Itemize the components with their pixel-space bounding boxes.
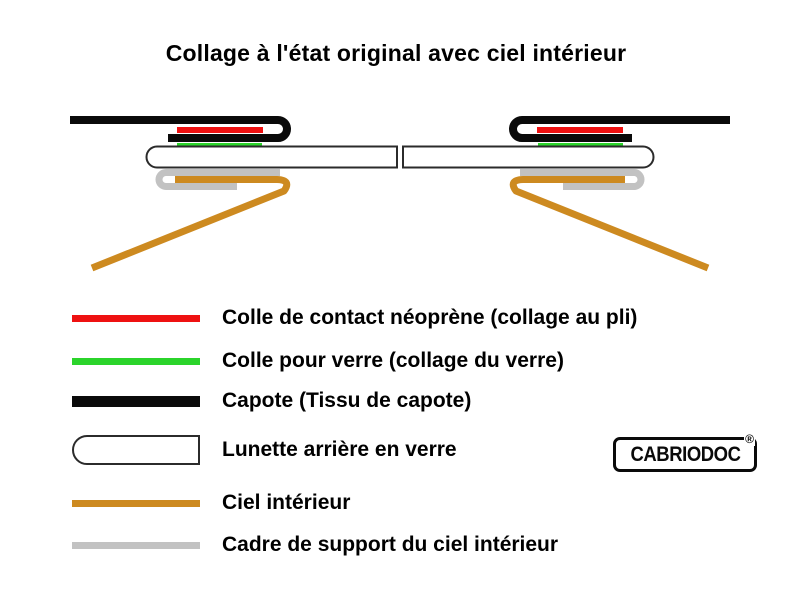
assembly-diagram xyxy=(70,116,730,272)
legend-item-headliner: Ciel intérieur xyxy=(222,491,351,514)
headliner-fold-left xyxy=(90,176,291,272)
legend-item-neoprene-glue: Colle de contact néoprène (collage au pl… xyxy=(222,306,638,329)
page-title: Collage à l'état original avec ciel inté… xyxy=(165,40,627,66)
neoprene-glue-swatch xyxy=(72,315,200,322)
legend-item-rear-window: Lunette arrière en verre xyxy=(222,438,457,461)
cabriodoc-logo: CABRIODOC ® xyxy=(613,432,757,472)
glass-glue-swatch xyxy=(72,358,200,365)
support-frame-fold-left xyxy=(155,169,280,190)
rear-window-glass-right xyxy=(402,145,655,169)
legend-item-capote: Capote (Tissu de capote) xyxy=(222,389,472,412)
capote-swatch xyxy=(72,396,200,407)
legend-item-glass-glue: Colle pour verre (collage du verre) xyxy=(222,349,564,372)
registered-trademark-icon: ® xyxy=(744,432,755,446)
headliner-fold-right xyxy=(509,176,710,272)
rear-window-swatch xyxy=(72,435,200,465)
headliner-swatch xyxy=(72,500,200,507)
support-frame-fold-right xyxy=(520,169,645,190)
capote-fold-right xyxy=(509,116,730,142)
cabriodoc-logo-text: CABRIODOC xyxy=(630,442,740,466)
legend-item-support-frame: Cadre de support du ciel intérieur xyxy=(222,533,559,556)
capote-fold-left xyxy=(70,116,291,142)
rear-window-glass-left xyxy=(145,145,398,169)
support-frame-swatch xyxy=(72,542,200,549)
